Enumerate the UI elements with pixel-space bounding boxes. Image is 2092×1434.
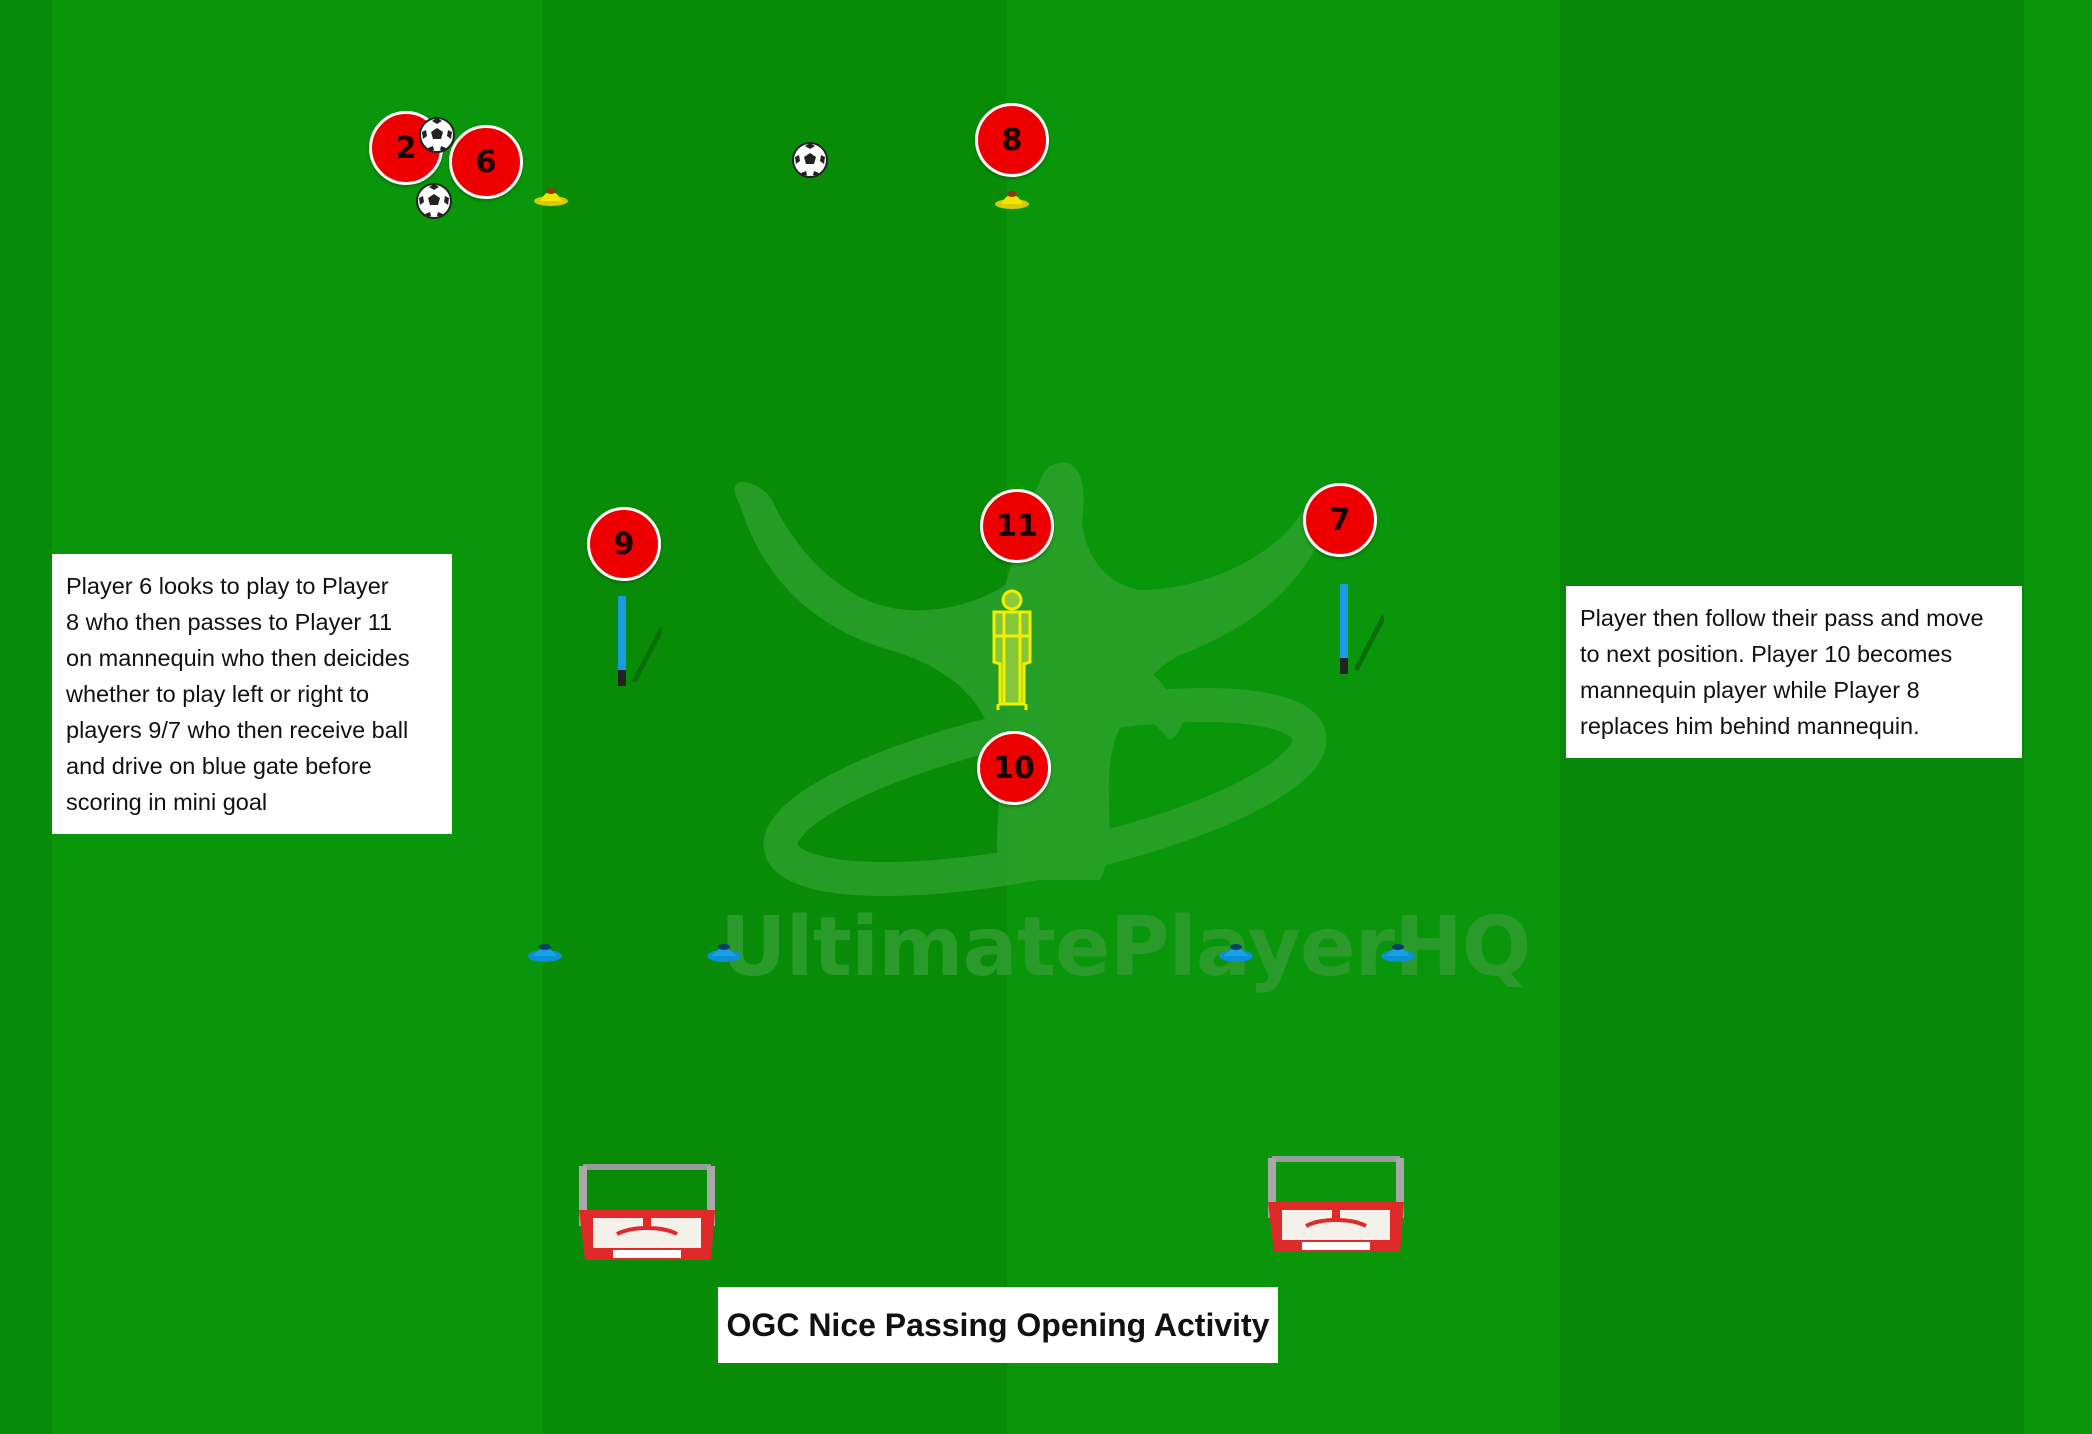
- soccer-ball-icon[interactable]: [417, 115, 457, 155]
- player-9[interactable]: 9: [587, 507, 661, 581]
- note-left: Player 6 looks to play to Player 8 who t…: [52, 554, 452, 834]
- blue-cone-icon: [707, 944, 741, 962]
- pitch-stripe: [0, 0, 52, 1434]
- player-11[interactable]: 11: [980, 489, 1054, 563]
- blue-cone-icon: [1219, 944, 1253, 962]
- blue-cone-icon: [1381, 944, 1415, 962]
- pitch-stripe: [542, 0, 1007, 1434]
- yellow-cone-icon: [995, 191, 1029, 209]
- mini-goal-icon: [1268, 1156, 1404, 1252]
- pole-icon: [1340, 584, 1384, 674]
- soccer-ball-icon[interactable]: [414, 181, 454, 221]
- note-right: Player then follow their pass and move t…: [1566, 586, 2022, 758]
- player-6[interactable]: 6: [449, 125, 523, 199]
- mini-goal-icon: [579, 1164, 715, 1260]
- soccer-ball-icon[interactable]: [790, 140, 830, 180]
- pitch-stripe: [2024, 0, 2092, 1434]
- mannequin-icon: [992, 589, 1032, 710]
- diagram-title: OGC Nice Passing Opening Activity: [726, 1306, 1270, 1343]
- player-10[interactable]: 10: [977, 731, 1051, 805]
- player-8[interactable]: 8: [975, 103, 1049, 177]
- pole-icon: [618, 596, 662, 686]
- player-7[interactable]: 7: [1303, 483, 1377, 557]
- blue-cone-icon: [528, 944, 562, 962]
- diagram-title-box: OGC Nice Passing Opening Activity: [718, 1287, 1278, 1363]
- yellow-cone-icon: [534, 188, 568, 206]
